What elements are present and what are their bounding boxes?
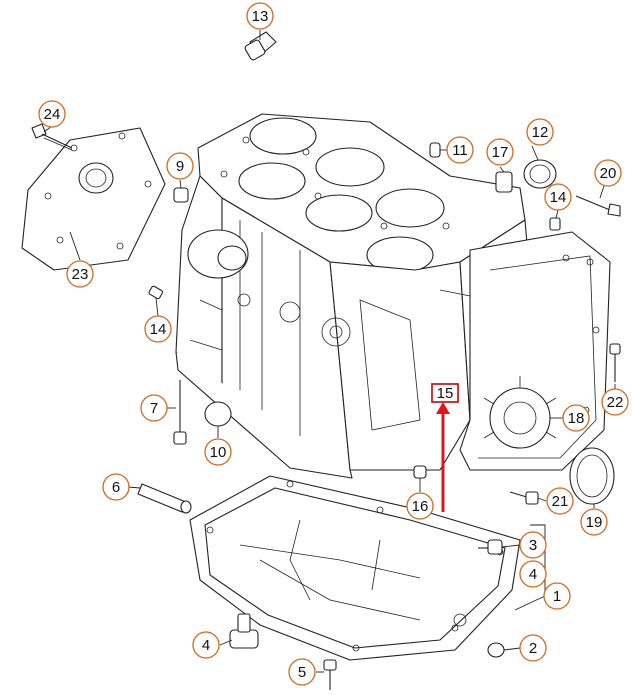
- part-14-dowel-left: [148, 285, 164, 300]
- callout-10: 10: [204, 438, 232, 466]
- callout-18: 18: [562, 404, 590, 432]
- svg-text:17: 17: [492, 144, 509, 161]
- svg-text:5: 5: [298, 664, 306, 681]
- svg-text:1: 1: [553, 588, 561, 605]
- timing-cover: [459, 231, 611, 471]
- callout-16: 16: [406, 492, 434, 520]
- callout-9: 9: [166, 152, 194, 180]
- part-14-dowel-right: [549, 217, 561, 231]
- svg-text:4: 4: [529, 566, 537, 583]
- part-19-seal: [569, 447, 615, 505]
- part-16-dowel: [413, 465, 427, 479]
- svg-text:3: 3: [529, 537, 537, 554]
- part-13-sleeve: [244, 31, 277, 61]
- svg-text:22: 22: [607, 394, 624, 411]
- part-10-plug: [204, 401, 232, 427]
- svg-text:13: 13: [252, 8, 269, 25]
- part-17-sleeve: [495, 171, 513, 193]
- part-11-dowel: [429, 142, 441, 158]
- svg-text:24: 24: [44, 106, 61, 123]
- svg-text:19: 19: [586, 514, 603, 531]
- callout-15-highlighted: 15: [431, 383, 459, 403]
- callout-13: 13: [246, 2, 274, 30]
- rear-seal-flange: [21, 127, 166, 271]
- svg-text:11: 11: [452, 142, 468, 159]
- part-21-bolt: [509, 491, 539, 505]
- callout-12: 12: [526, 118, 554, 146]
- svg-text:10: 10: [210, 444, 227, 461]
- svg-text:2: 2: [529, 640, 537, 657]
- svg-text:23: 23: [72, 266, 89, 283]
- callout-19: 19: [580, 508, 608, 536]
- part-5-bolt: [323, 659, 337, 690]
- callout-1: 1: [543, 582, 571, 610]
- part-20-bolt: [575, 195, 621, 217]
- part-12-plug: [523, 159, 557, 189]
- part-3-drain-plug: [478, 539, 503, 555]
- callout-4-right: 4: [519, 560, 547, 588]
- svg-text:9: 9: [176, 158, 184, 175]
- callout-24: 24: [38, 100, 66, 128]
- svg-text:15: 15: [437, 385, 454, 402]
- leader-lines: [43, 30, 616, 673]
- svg-text:12: 12: [532, 124, 549, 141]
- callout-3: 3: [519, 531, 547, 559]
- part-6-tube: [137, 483, 192, 514]
- part-2-seal-ring: [487, 642, 505, 658]
- part-4-oil-level-sender: [229, 613, 259, 649]
- callout-4-left: 4: [192, 631, 220, 659]
- svg-text:21: 21: [552, 493, 569, 510]
- callout-21: 21: [546, 487, 574, 515]
- callout-20: 20: [594, 159, 622, 187]
- callout-23: 23: [66, 260, 94, 288]
- highlight-arrow: [436, 402, 450, 512]
- callout-11: 11: [446, 136, 474, 164]
- callout-17: 17: [486, 138, 514, 166]
- callout-14-left: 14: [144, 315, 172, 343]
- svg-text:14: 14: [550, 189, 567, 206]
- part-9-dowel: [173, 187, 189, 203]
- callout-6: 6: [102, 473, 130, 501]
- part-24-bolt: [31, 123, 73, 151]
- callout-7: 7: [140, 394, 168, 422]
- callout-14-right: 14: [544, 183, 572, 211]
- svg-text:20: 20: [600, 165, 617, 182]
- callout-5: 5: [288, 658, 316, 686]
- oil-pan: [189, 475, 521, 661]
- callout-22: 22: [601, 388, 629, 416]
- callout-2: 2: [519, 634, 547, 662]
- part-7-bolt: [173, 380, 187, 445]
- svg-text:4: 4: [202, 637, 210, 654]
- part-22-stud: [609, 343, 621, 382]
- svg-text:6: 6: [112, 479, 120, 496]
- svg-text:14: 14: [150, 321, 167, 338]
- svg-text:7: 7: [150, 400, 158, 417]
- svg-text:18: 18: [568, 410, 585, 427]
- svg-text:16: 16: [412, 498, 429, 515]
